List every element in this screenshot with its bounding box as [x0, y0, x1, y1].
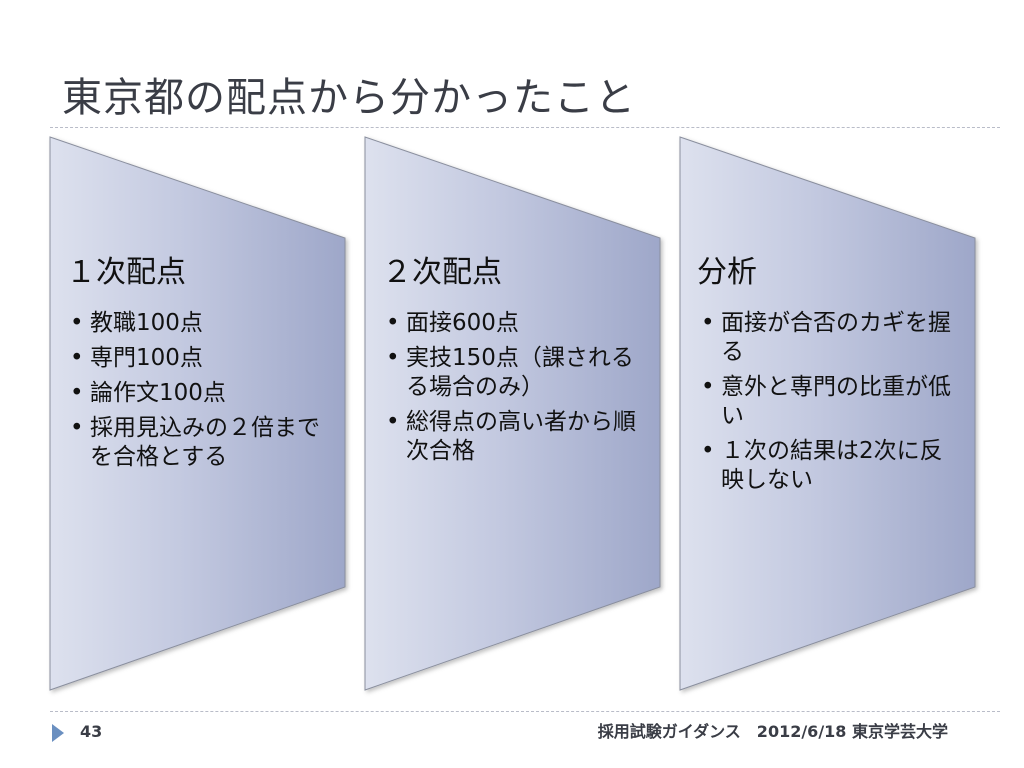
list-item: 意外と専門の比重が低い: [697, 373, 959, 431]
list-item: 採用見込みの２倍までを合格とする: [66, 414, 328, 472]
panel-list: 面接600点 実技150点（課されるる場合のみ） 総得点の高い者から順次合格: [382, 309, 644, 466]
list-item: 専門100点: [66, 344, 328, 373]
list-item: 論作文100点: [66, 379, 328, 408]
title-divider: [50, 127, 1000, 128]
panel-heading: 分析: [697, 255, 757, 290]
slide-title: 東京都の配点から分かったこと: [62, 75, 636, 121]
list-item: １次の結果は2次に反映しない: [697, 437, 959, 495]
panel-first-stage: １次配点 教職100点 専門100点 論作文100点 採用見込みの２倍までを合格…: [66, 255, 328, 478]
list-item: 教職100点: [66, 309, 328, 338]
list-item: 総得点の高い者から順次合格: [382, 408, 644, 466]
list-item: 実技150点（課されるる場合のみ）: [382, 344, 644, 402]
list-item: 面接が合否のカギを握る: [697, 309, 959, 367]
panel-analysis: 分析 面接が合否のカギを握る 意外と専門の比重が低い １次の結果は2次に反映しな…: [697, 255, 959, 501]
panel-second-stage: ２次配点 面接600点 実技150点（課されるる場合のみ） 総得点の高い者から順…: [382, 255, 644, 472]
footer-text: 採用試験ガイダンス 2012/6/18 東京学芸大学: [597, 722, 948, 741]
footer-divider: [50, 711, 1000, 712]
panel-heading: １次配点: [66, 255, 186, 290]
list-item: 面接600点: [382, 309, 644, 338]
triangle-right-icon: [52, 724, 64, 742]
panel-list: 教職100点 専門100点 論作文100点 採用見込みの２倍までを合格とする: [66, 309, 328, 472]
panel-list: 面接が合否のカギを握る 意外と専門の比重が低い １次の結果は2次に反映しない: [697, 309, 959, 495]
panel-heading: ２次配点: [382, 255, 502, 290]
page-number: 43: [80, 722, 103, 741]
